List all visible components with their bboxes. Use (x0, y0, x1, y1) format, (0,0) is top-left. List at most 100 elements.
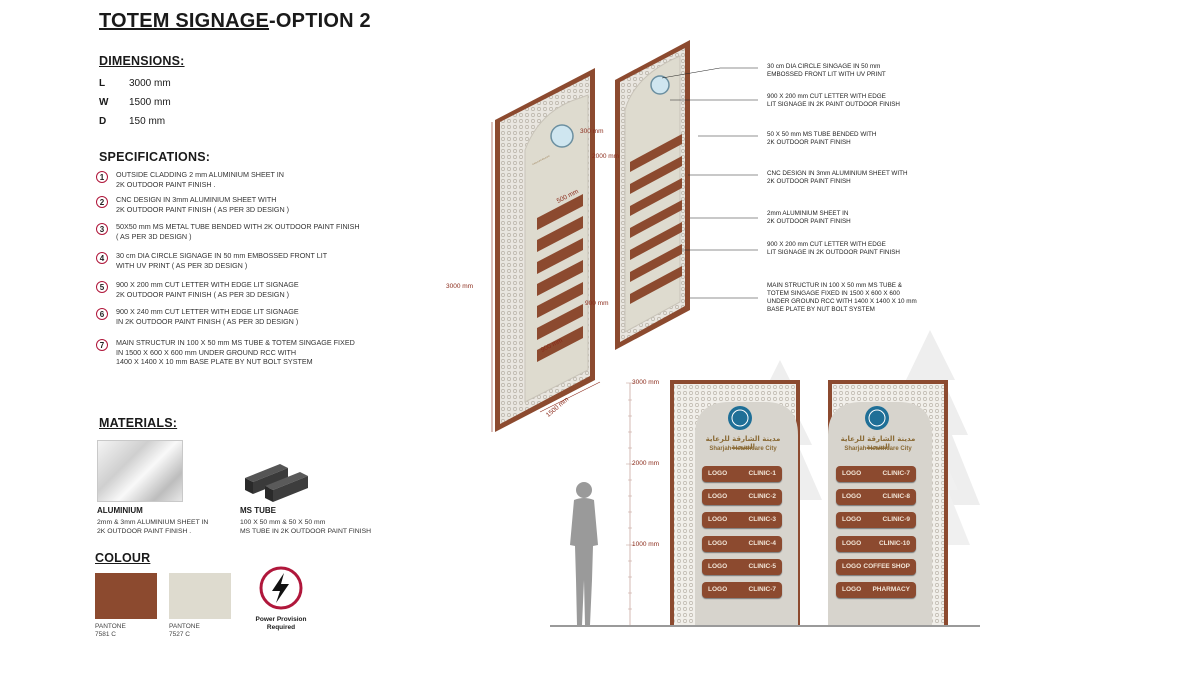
colour-swatch-brown-label: PANTONE 7581 C (95, 623, 126, 639)
spec-line: MAIN STRUCTUR IN 100 X 50 mm MS TUBE & T… (116, 338, 355, 347)
dimension-value: 150 mm (129, 116, 166, 127)
swatch-label-line: 7527 C (169, 631, 190, 638)
sign-row-logo: LOGO (842, 540, 862, 547)
sign-row-label: CLINIC-5 (748, 563, 776, 570)
callout-line: EMBOSSED FRONT LIT WITH UV PRINT (767, 71, 886, 78)
dimension-key: W (99, 97, 109, 108)
spec-number: 2 (96, 196, 108, 208)
sign-row-label: COFFEE SHOP (863, 563, 910, 570)
right-totem-brand-arabic: مدينة الشارقة للرعاية الصحية (840, 435, 916, 451)
ms-tube-description: 100 X 50 mm & 50 X 50 mm MS TUBE IN 2K O… (240, 518, 390, 536)
spec-number: 1 (96, 171, 108, 183)
dimension-row-depth: D 150 mm (99, 116, 219, 130)
callout-line: 2K OUTDOOR PAINT FINISH (767, 218, 851, 225)
totem-3d-render: ◦◦◦◦◦◦◦◦◦◦◦ (491, 40, 758, 432)
sign-row-label: CLINIC-1 (748, 470, 776, 477)
swatch-label-line: 7581 C (95, 631, 116, 638)
left-totem-brand-english: Sharjah Healthcare City (709, 446, 777, 452)
sign-row-label: CLINIC-4 (748, 540, 776, 547)
sign-row-logo: LOGO (708, 540, 728, 547)
sign-row-logo: LOGO (842, 493, 862, 500)
callout-line: 2mm ALUMINIUM SHEET IN (767, 210, 849, 217)
callout-line: TOTEM SINGAGE FIXED IN 1500 X 600 X 600 (767, 290, 900, 297)
dim-label-3000: 3000 mm (446, 283, 474, 290)
spec-line: 1400 X 1400 X 10 mm BASE PLATE BY NUT BO… (116, 357, 313, 366)
dim-label-900-a: 900 mm (585, 300, 609, 307)
sign-row: LOGO CLINIC-9 (836, 512, 916, 528)
aluminium-desc-line: 2K OUTDOOR PAINT FINISH . (97, 528, 192, 535)
callout-line: 2K OUTDOOR PAINT FINISH (767, 178, 851, 185)
spec-line: 2K OUTDOOR PAINT FINISH ( AS PER 3D DESI… (116, 289, 290, 299)
materials-heading: MATERIALS: (99, 416, 178, 430)
sign-row: LOGO CLINIC-4 (702, 536, 782, 552)
right-totem-brand-english: Sharjah Healthcare City (844, 446, 912, 452)
sign-row-label: CLINIC-3 (748, 516, 776, 523)
callout-line: CNC DESIGN IN 3mm ALUMINIUM SHEET WITH (767, 170, 908, 177)
title-option: -OPTION 2 (269, 10, 371, 32)
sign-row-logo: LOGO (708, 516, 728, 523)
spec-number: 4 (96, 252, 108, 264)
specifications-heading: SPECIFICATIONS: (99, 150, 211, 164)
spec-line: IN 1500 X 600 X 600 mm UNDER GROUND RCC … (116, 347, 297, 357)
ms-tube-desc-line: MS TUBE IN 2K OUTDOOR PAINT FINISH (240, 528, 372, 535)
callout-line: 30 cm DIA CIRCLE SINGAGE IN 50 mm (767, 63, 881, 70)
spec-number: 5 (96, 281, 108, 293)
page-title: TOTEM SIGNAGE-OPTION 2 (99, 10, 371, 33)
aluminium-label: ALUMINIUM (97, 506, 143, 515)
sign-row-label: CLINIC-8 (882, 493, 910, 500)
colour-swatch-beige (169, 573, 231, 619)
spec-line: 2K OUTDOOR PAINT FINISH . (116, 179, 216, 189)
callout-main-structure: MAIN STRUCTUR IN 100 X 50 mm MS TUBE &TO… (767, 282, 947, 314)
spec-line: 50X50 mm MS METAL TUBE BENDED WITH 2K OU… (116, 222, 360, 231)
aluminium-desc-line: 2mm & 3mm ALUMINIUM SHEET IN (97, 519, 209, 526)
dimension-value: 1500 mm (129, 97, 171, 108)
dim-label-2000: 2000 mm (592, 153, 620, 160)
power-note-line: Power Provision (255, 616, 307, 623)
callout-line: 900 X 200 mm CUT LETTER WITH EDGE (767, 93, 886, 100)
callout-line: MAIN STRUCTUR IN 100 X 50 mm MS TUBE & (767, 282, 902, 289)
sign-row: LOGO CLINIC-3 (702, 512, 782, 528)
spec-number: 6 (96, 308, 108, 320)
sign-row-label: CLINIC-2 (748, 493, 776, 500)
left-totem-brand-arabic: مدينة الشارقة للرعاية الصحية (705, 435, 781, 451)
callout-line: LIT SIGNAGE IN 2K OUTDOOR PAINT FINISH (767, 249, 900, 256)
ms-tube-label: MS TUBE (240, 506, 276, 515)
sign-row-logo: LOGO (842, 516, 862, 523)
sign-row-label: CLINIC-10 (878, 540, 910, 547)
dim-label-300: 300 mm (580, 128, 604, 135)
callout-line: 2K OUTDOOR PAINT FINISH (767, 139, 851, 146)
spec-line: WITH UV PRINT ( AS PER 3D DESIGN ) (116, 260, 248, 270)
swatch-label-line: PANTONE (95, 623, 126, 630)
dimension-row-width: W 1500 mm (99, 97, 219, 111)
power-icon (259, 566, 303, 610)
sign-row: LOGO CLINIC-10 (836, 536, 916, 552)
colour-swatch-beige-label: PANTONE 7527 C (169, 623, 200, 639)
callout-line: BASE PLATE BY NUT BOLT SYSTEM (767, 306, 875, 313)
swatch-label-line: PANTONE (169, 623, 200, 630)
aluminium-description: 2mm & 3mm ALUMINIUM SHEET IN 2K OUTDOOR … (97, 518, 237, 536)
sign-row-label: CLINIC-9 (882, 516, 910, 523)
callout-line: 50 X 50 mm MS TUBE BENDED WITH (767, 131, 877, 138)
dimensions-heading: DIMENSIONS: (99, 54, 185, 68)
dimensions-list: L 3000 mm W 1500 mm D 150 mm (99, 78, 219, 138)
aluminium-sample-image (97, 440, 183, 502)
spec-line: 30 cm DIA CIRCLE SIGNAGE IN 50 mm EMBOSS… (116, 251, 328, 260)
spec-line: IN 2K OUTDOOR PAINT FINISH ( AS PER 3D D… (116, 316, 299, 326)
scale-label-mid: 2000 mm (632, 460, 660, 467)
dimension-value: 3000 mm (129, 78, 171, 89)
ms-tube-desc-line: 100 X 50 mm & 50 X 50 mm (240, 519, 326, 526)
callout-line: UNDER GROUND RCC WITH 1400 X 1400 X 10 m… (767, 298, 917, 305)
dimension-row-length: L 3000 mm (99, 78, 219, 92)
